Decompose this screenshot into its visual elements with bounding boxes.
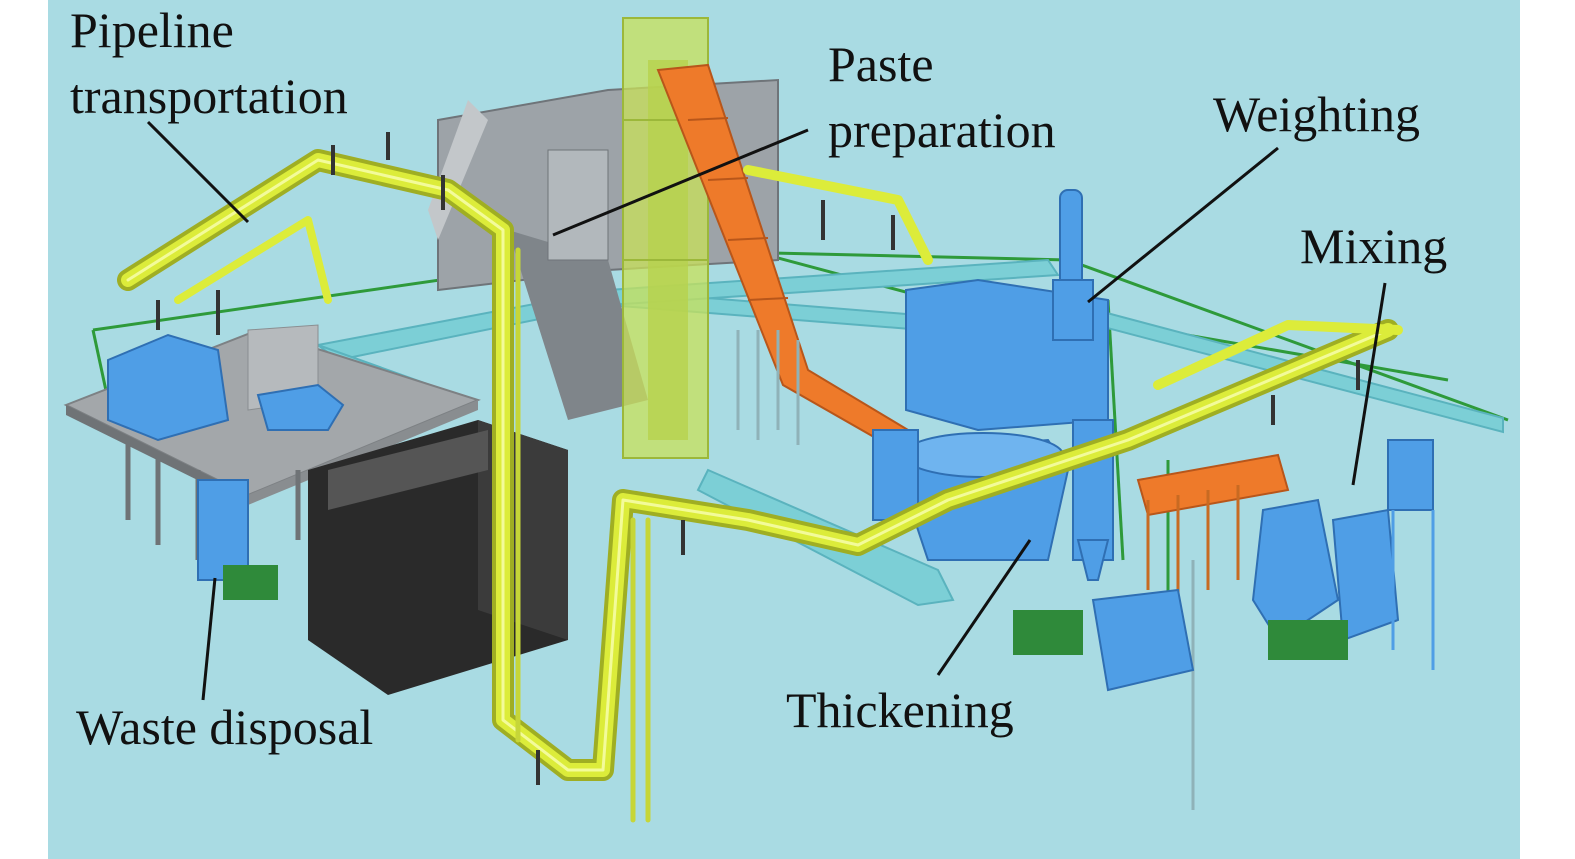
label-paste-preparation: Paste preparation xyxy=(828,32,1056,162)
label-weighting: Weighting xyxy=(1213,86,1421,142)
waste-platform xyxy=(63,324,481,600)
label-pipeline-line1: Pipeline xyxy=(70,2,234,58)
label-paste-line2: preparation xyxy=(828,102,1056,158)
mixing-base xyxy=(1268,620,1348,660)
mixing-equipment xyxy=(1251,439,1434,642)
plant-illustration: Pipeline transportation Paste preparatio… xyxy=(48,0,1520,859)
label-waste-disposal: Waste disposal xyxy=(76,699,374,755)
green-base xyxy=(1013,610,1083,655)
mixing-legs xyxy=(1391,510,1435,670)
label-thickening: Thickening xyxy=(786,682,1014,738)
pipe-supports xyxy=(156,132,1360,785)
label-pipeline-transportation: Pipeline transportation xyxy=(70,0,348,128)
leader-lines xyxy=(146,120,1387,701)
drop-pipes xyxy=(736,330,1195,810)
label-pipeline-line2: transportation xyxy=(70,68,348,124)
plant-drawing xyxy=(48,0,1520,859)
label-mixing: Mixing xyxy=(1300,218,1448,274)
pipeline xyxy=(117,149,1403,823)
label-paste-line1: Paste xyxy=(828,36,934,92)
